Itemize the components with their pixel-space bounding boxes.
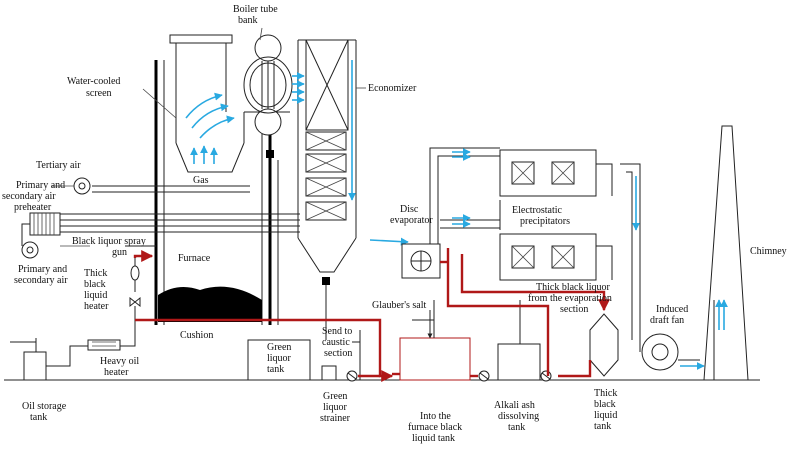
green-liquor-tank-box <box>247 339 311 381</box>
red-pump-1 <box>346 370 358 382</box>
chimney <box>703 125 749 381</box>
precip-inlet-arrows <box>452 148 471 228</box>
black-liquor-path <box>133 248 610 382</box>
alkali-ash-tank-box <box>497 343 541 381</box>
tertiary-air-fan <box>73 177 91 195</box>
label-economizer: Economizer <box>368 83 417 94</box>
oil-storage-tank <box>10 338 47 381</box>
pump-2 <box>478 370 490 382</box>
smelt-bed <box>158 286 262 322</box>
precipitator-lower <box>499 233 613 281</box>
green-liquor-strainer-box <box>321 365 337 381</box>
label-furnace: Furnace <box>178 253 211 264</box>
leader-lines <box>52 27 433 339</box>
primary-air-fan <box>21 241 39 259</box>
induced-draft-fan <box>639 333 705 371</box>
label-chimney: Chimney <box>750 246 787 257</box>
boiler-tube-bank <box>243 34 293 158</box>
air-preheater <box>21 212 61 246</box>
pump-3 <box>540 370 552 382</box>
economizer <box>297 39 357 340</box>
label-cushion: Cushion <box>180 330 213 341</box>
label-gas: Gas <box>193 175 209 186</box>
furnace-black-liquid-tank-box <box>399 337 471 381</box>
heavy-oil-heater <box>87 339 121 351</box>
gas-flow-arrows <box>185 60 409 246</box>
disc-evaporator <box>401 243 441 279</box>
thick-black-liquid-heater <box>129 258 141 320</box>
label-tertiary-air: Tertiary air <box>36 160 81 171</box>
thick-black-liquid-tank-shape <box>589 313 619 377</box>
precipitator-upper <box>499 149 613 197</box>
label-glaubers-salt: Glauber's salt <box>372 300 427 311</box>
